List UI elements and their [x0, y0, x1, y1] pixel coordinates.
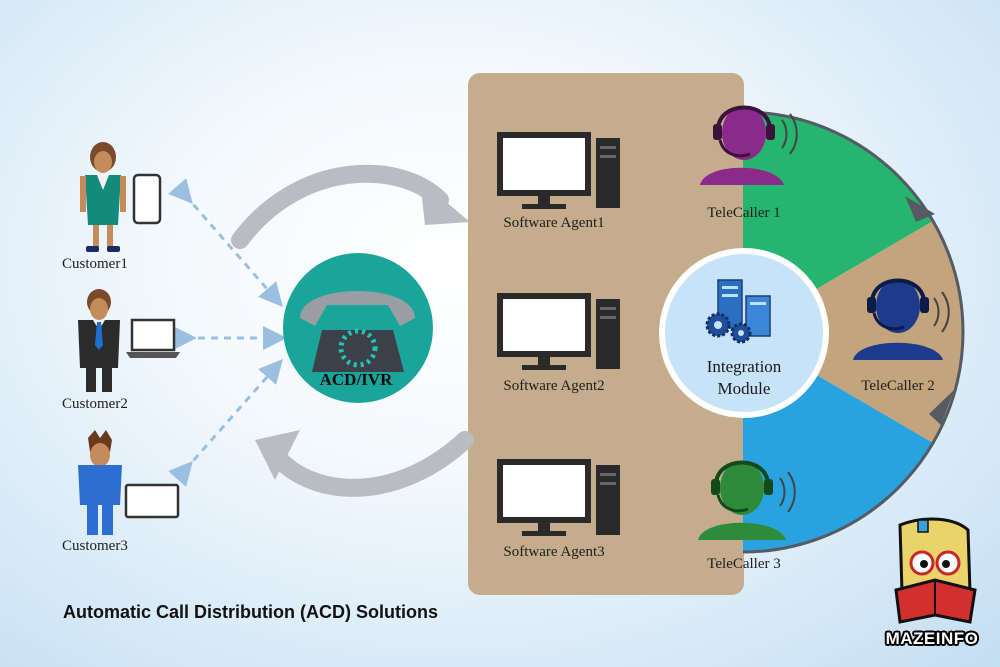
top-flow-arrowhead [420, 180, 470, 225]
link-customer3 [168, 359, 283, 487]
customer-2-figure [78, 289, 120, 392]
customer-2-label: Customer2 [62, 396, 128, 412]
customer-3-label: Customer3 [62, 538, 128, 554]
telecaller-2-label: TeleCaller 2 [861, 378, 935, 394]
wheel-outline [742, 110, 965, 554]
customer-1-label: Customer1 [62, 256, 128, 272]
telecaller-1-label: TeleCaller 1 [707, 205, 781, 221]
computer-icon-agent3 [497, 459, 620, 536]
telecaller-3-label: TeleCaller 3 [707, 556, 781, 572]
telecaller-1-headset-icon [700, 105, 798, 185]
brand-name: MAZEINFO [885, 629, 979, 648]
telecaller-2-headset-icon [853, 278, 950, 360]
integration-label-line2: Module [717, 379, 771, 398]
tablet-icon [124, 483, 180, 519]
mazeinfo-logo [894, 517, 977, 624]
computer-icon-agent2 [497, 293, 620, 370]
telephone-icon [300, 291, 415, 372]
software-agent-3-label: Software Agent3 [503, 544, 605, 560]
server-gears-icon [705, 279, 771, 344]
telecaller-3-headset-icon [698, 460, 796, 540]
acd-ivr-label: ACD/IVR [319, 370, 393, 389]
customer-acd-links [168, 178, 287, 487]
integration-module-node [659, 248, 829, 418]
software-agent-2-label: Software Agent2 [503, 378, 605, 394]
diagram-caption: Automatic Call Distribution (ACD) Soluti… [63, 602, 438, 622]
wheel-arrowhead-2 [929, 390, 954, 425]
laptop-icon [126, 318, 180, 358]
customer-3-figure [78, 430, 122, 535]
smartphone-icon [132, 173, 162, 225]
link-customer1 [168, 178, 283, 308]
computer-icon-agent1 [497, 132, 620, 209]
integration-label-line1: Integration [706, 357, 782, 376]
acd-ivr-node [283, 253, 433, 403]
customer-1-figure [80, 142, 126, 252]
software-agent-1-label: Software Agent1 [503, 215, 605, 231]
wheel-arrowhead-1 [905, 196, 935, 222]
integration-module-label: Integration Module [707, 356, 782, 400]
sector-telecaller-2 [743, 221, 964, 443]
bottom-flow-arrow [271, 431, 474, 497]
top-flow-arrow [231, 164, 449, 249]
